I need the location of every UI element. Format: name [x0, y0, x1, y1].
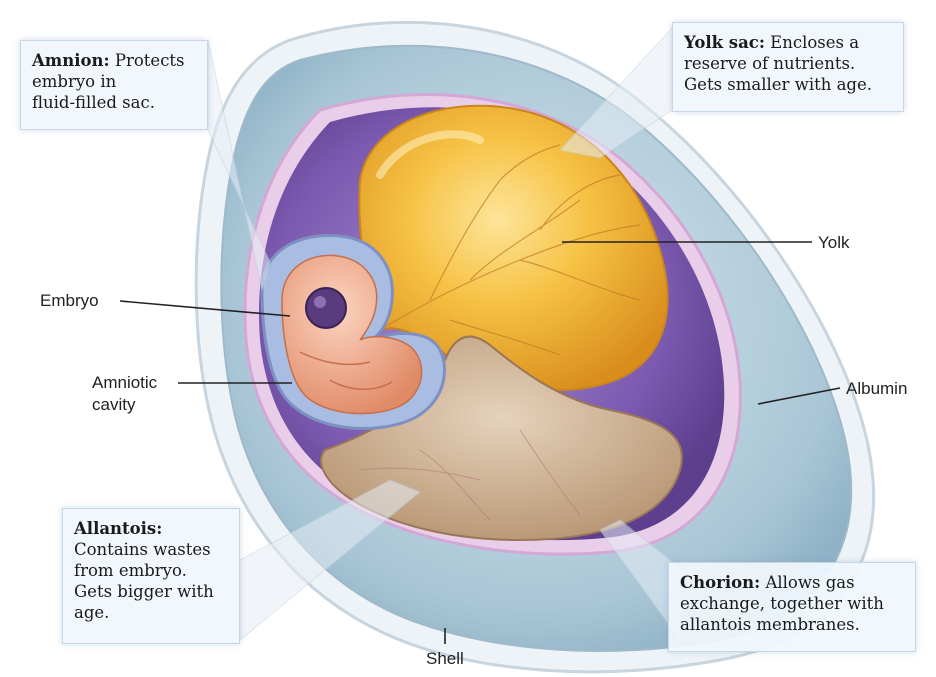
- chorion-text-3: allantois membranes.: [680, 615, 860, 634]
- chorion-term: Chorion:: [680, 573, 760, 592]
- chorion-text-1: Allows gas: [760, 573, 854, 592]
- amniotic-cavity-label-line1: Amniotic: [92, 372, 157, 393]
- yolk-sac-text-3: Gets smaller with age.: [684, 75, 872, 94]
- embryo-label: Embryo: [40, 290, 99, 311]
- amnion-text-1: Protects: [110, 51, 185, 70]
- amniotic-cavity-label-line2: cavity: [92, 394, 135, 415]
- shell-label: Shell: [426, 648, 464, 669]
- chorion-text-2: exchange, together with: [680, 594, 884, 613]
- yolk-sac-term: Yolk sac:: [684, 33, 765, 52]
- amnion-text-3: fluid-filled sac.: [32, 93, 155, 112]
- allantois-text-3: Gets bigger with: [74, 582, 214, 601]
- yolk-sac-text-1: Encloses a: [765, 33, 859, 52]
- allantois-callout: Allantois: Contains wastes from embryo. …: [62, 508, 240, 644]
- yolk-label: Yolk: [818, 232, 850, 253]
- allantois-text-4: age.: [74, 603, 109, 622]
- yolk-sac-text-2: reserve of nutrients.: [684, 54, 855, 73]
- allantois-text-1: Contains wastes: [74, 540, 211, 559]
- amnion-text-2: embryo in: [32, 72, 116, 91]
- yolk-sac-callout: Yolk sac: Encloses a reserve of nutrient…: [672, 22, 904, 112]
- allantois-text-2: from embryo.: [74, 561, 187, 580]
- amnion-callout: Amnion: Protects embryo in fluid-filled …: [20, 40, 208, 130]
- chorion-callout: Chorion: Allows gas exchange, together w…: [668, 562, 916, 652]
- allantois-term: Allantois:: [74, 519, 162, 538]
- amnion-term: Amnion:: [32, 51, 110, 70]
- albumin-label: Albumin: [846, 378, 907, 399]
